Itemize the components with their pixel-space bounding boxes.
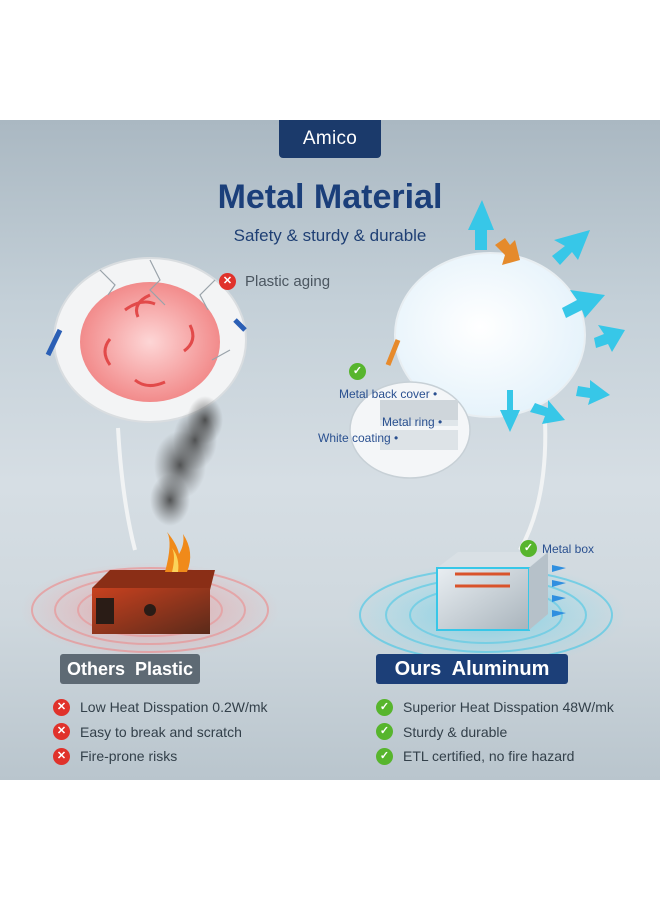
white-coating-callout: White coating • [318, 431, 399, 445]
others-plastic-label: Others Plastic [60, 654, 200, 684]
list-item: ✓ ETL certified, no fire hazard [376, 744, 614, 769]
plastic-downlight [45, 257, 247, 423]
plastic-feature-list: ✕ Low Heat Disspation 0.2W/mk ✕ Easy to … [53, 695, 268, 769]
cutaway-inset [349, 381, 471, 479]
illustration-layer [20, 200, 626, 667]
check-icon: ✓ [349, 363, 366, 380]
check-icon: ✓ [520, 540, 537, 557]
list-item: ✓ Superior Heat Disspation 48W/mk [376, 695, 614, 720]
aluminum-feature-list: ✓ Superior Heat Disspation 48W/mk ✓ Stur… [376, 695, 614, 769]
cable-left [116, 427, 137, 551]
metal-ring-callout: Metal ring • [382, 415, 443, 429]
check-icon: ✓ [376, 723, 393, 741]
metal-junction-box [436, 552, 566, 631]
feature-text: Low Heat Disspation 0.2W/mk [80, 699, 268, 716]
check-icon: ✓ [376, 747, 393, 765]
page-subtitle: Safety & sturdy & durable [233, 226, 427, 245]
x-icon: ✕ [53, 698, 70, 716]
metal-box-callout: ✓ Metal box [520, 540, 594, 557]
metal-box-label: Metal box [542, 541, 595, 556]
list-item: ✕ Easy to break and scratch [53, 720, 268, 745]
x-icon: ✕ [53, 747, 70, 765]
feature-text: ETL certified, no fire hazard [403, 748, 575, 765]
x-icon: ✕ [219, 273, 236, 290]
heat-dissipation-arrows [468, 200, 625, 432]
list-item: ✕ Low Heat Disspation 0.2W/mk [53, 695, 268, 720]
page-title: Metal Material [217, 178, 443, 216]
plastic-junction-box [92, 532, 215, 634]
x-icon: ✕ [53, 723, 70, 741]
check-icon: ✓ [376, 698, 393, 716]
smoke [150, 396, 223, 526]
feature-text: Fire-prone risks [80, 748, 178, 765]
plastic-aging-callout: ✕ Plastic aging [219, 273, 330, 290]
feature-text: Sturdy & durable [403, 723, 508, 740]
brand-logo: Amico [279, 120, 381, 158]
plastic-aging-label: Plastic aging [245, 273, 331, 290]
list-item: ✕ Fire-prone risks [53, 744, 268, 769]
cable-right [518, 419, 548, 551]
metal-back-cover-callout: Metal back cover • [339, 387, 438, 401]
product-comparison-panel: Amico Metal Material Safety & sturdy & d… [0, 120, 660, 780]
metal-downlight [385, 252, 586, 418]
list-item: ✓ Sturdy & durable [376, 720, 614, 745]
feature-text: Easy to break and scratch [80, 723, 242, 740]
ours-aluminum-label: Ours Aluminum [376, 654, 568, 684]
feature-text: Superior Heat Disspation 48W/mk [403, 699, 614, 716]
